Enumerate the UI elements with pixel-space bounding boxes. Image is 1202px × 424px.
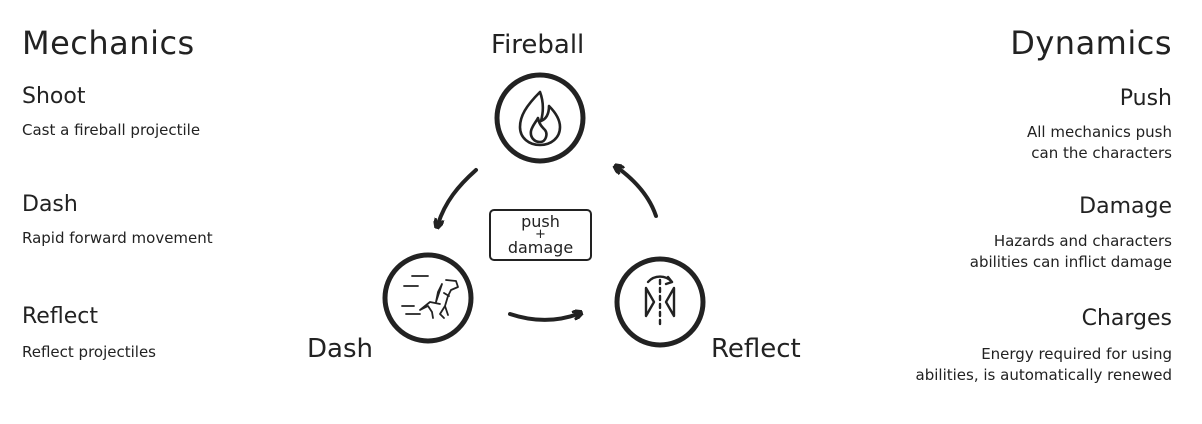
- fireball-node: [494, 72, 586, 164]
- dynamic-damage-desc-line1: Hazards and characters: [993, 232, 1172, 250]
- fire-icon: [518, 90, 562, 147]
- reflect-node-ring: [614, 256, 706, 348]
- dynamic-charges-desc-line2: abilities, is automatically renewed: [915, 366, 1172, 384]
- push-damage-box: push + damage: [489, 209, 592, 261]
- mechanic-dash-desc: Rapid forward movement: [22, 229, 213, 247]
- dash-node-ring: [382, 252, 474, 344]
- arrow-fireball-to-dash: [438, 168, 478, 224]
- dynamic-damage-title: Damage: [1079, 194, 1172, 219]
- reflect-label: Reflect: [711, 334, 801, 364]
- mechanic-reflect-desc: Reflect projectiles: [22, 343, 156, 361]
- dynamic-charges-desc: Energy required for using abilities, is …: [916, 344, 1172, 386]
- reflect-node: [614, 256, 706, 348]
- dynamic-push-desc-line2: can the characters: [1031, 144, 1172, 162]
- dynamics-title: Dynamics: [1010, 24, 1172, 62]
- dash-node: [382, 252, 474, 344]
- mechanic-shoot-title: Shoot: [22, 84, 86, 109]
- dynamic-damage-desc-line2: abilities can inflict damage: [969, 253, 1172, 271]
- center-damage-text: damage: [507, 238, 574, 257]
- center-push-text: push: [521, 212, 560, 231]
- center-plus-text: +: [535, 227, 546, 242]
- dino-dash-icon: [401, 275, 459, 319]
- arrow-reflect-to-fireball: [618, 168, 658, 218]
- dynamic-damage-desc: Hazards and characters abilities can inf…: [970, 231, 1172, 273]
- dynamic-charges-desc-line1: Energy required for using: [981, 345, 1172, 363]
- mechanic-reflect-title: Reflect: [22, 304, 98, 329]
- fireball-label: Fireball: [491, 30, 585, 60]
- arrow-dash-to-reflect: [508, 314, 578, 322]
- dynamic-charges-title: Charges: [1081, 306, 1172, 331]
- mechanic-shoot-desc: Cast a fireball projectile: [22, 121, 201, 139]
- fireball-node-ring: [494, 72, 586, 164]
- dash-label: Dash: [307, 334, 373, 364]
- dynamic-push-title: Push: [1119, 86, 1172, 111]
- reflect-icon: [644, 275, 676, 326]
- mechanic-dash-title: Dash: [22, 192, 78, 217]
- dynamic-push-desc-line1: All mechanics push: [1026, 123, 1172, 141]
- mechanics-title: Mechanics: [22, 24, 195, 62]
- dynamic-push-desc: All mechanics push can the characters: [1027, 122, 1172, 164]
